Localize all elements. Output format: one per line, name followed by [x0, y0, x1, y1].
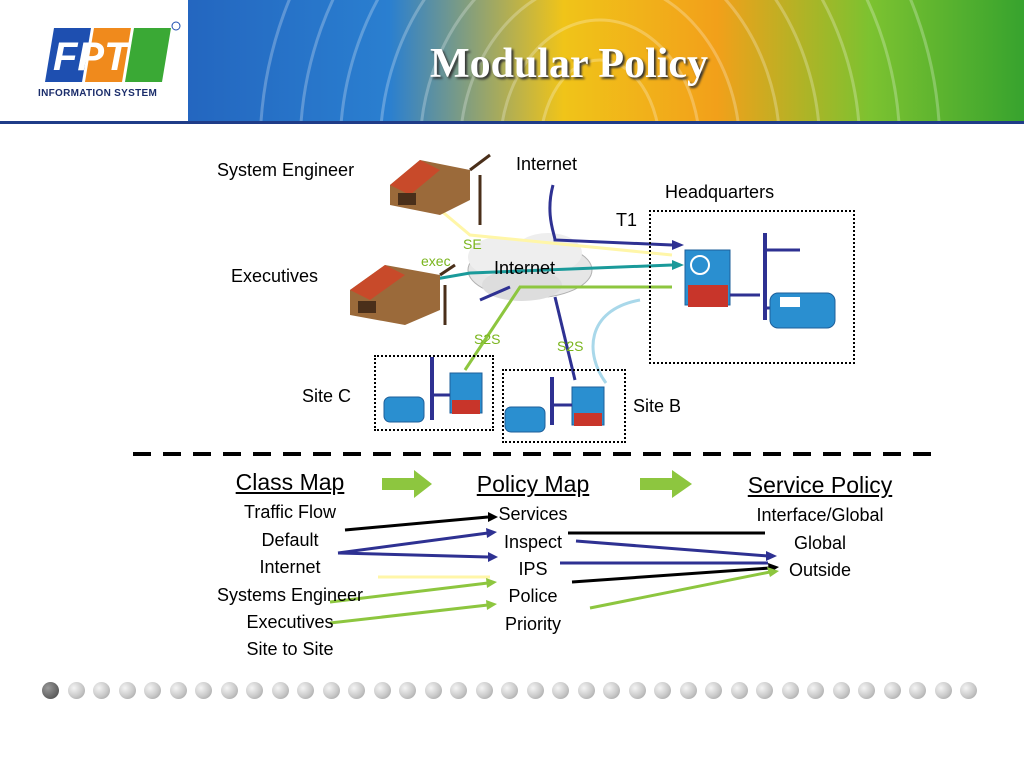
slide-title: Modular Policy	[430, 41, 709, 87]
dot-icon	[730, 682, 748, 699]
dot-icon	[271, 682, 289, 699]
dot-icon	[373, 682, 391, 699]
dot-icon	[42, 682, 59, 699]
dot-icon	[832, 682, 850, 699]
internet-cloud-label: Internet	[494, 258, 556, 278]
dot-icon	[322, 682, 340, 699]
policy-map-item: Inspect	[503, 532, 563, 552]
dot-icon	[807, 682, 824, 699]
policy-map-item: IPS	[518, 559, 548, 579]
site-c-link	[479, 285, 511, 302]
executives-label: Executives	[231, 266, 319, 286]
exec-tag: exec	[421, 253, 451, 269]
dot-icon	[220, 682, 238, 699]
dot-icon	[424, 682, 442, 699]
dot-icon	[654, 682, 671, 699]
site-b-box	[502, 369, 626, 443]
service-policy-item: Global	[793, 533, 847, 553]
class-map-item: Site to Site	[246, 639, 334, 659]
dot-icon	[195, 682, 212, 699]
dot-icon	[705, 682, 722, 699]
policy-map-item: Police	[508, 586, 558, 606]
logo-text: FPT	[53, 35, 132, 79]
site-c-firewall-icon	[449, 372, 483, 414]
mapping-arrows	[329, 470, 779, 625]
policy-map-heading: Policy Map	[476, 471, 590, 497]
class-map-item: Internet	[259, 557, 321, 577]
logo-panel: FPT INFORMATION SYSTEM	[0, 0, 188, 122]
dot-icon	[960, 682, 977, 699]
class-map-item: Executives	[246, 612, 334, 632]
dot-icon	[169, 682, 187, 699]
service-policy-item: Interface/Global	[756, 505, 884, 525]
dot-icon	[628, 682, 646, 699]
class-to-policy-arrow-icon	[382, 470, 432, 498]
dot-icon	[118, 682, 136, 699]
dot-icon	[679, 682, 697, 699]
system-engineer-label: System Engineer	[217, 160, 355, 180]
dot-icon	[67, 682, 85, 699]
headquarters-box	[649, 210, 855, 364]
fpt-logo: FPT	[45, 21, 181, 82]
site-c-ip-phone-icon	[383, 396, 425, 423]
site-c-box	[374, 355, 494, 431]
policy-to-service-arrow-icon	[640, 470, 692, 498]
class-map-heading: Class Map	[235, 469, 345, 495]
dot-icon	[781, 682, 799, 699]
executives-house-icon	[350, 263, 456, 325]
s2s-site-c-line	[463, 285, 672, 371]
se-tag: SE	[463, 236, 482, 252]
dot-icon	[297, 682, 314, 699]
network-diagram	[133, 153, 942, 456]
class-map-item: Traffic Flow	[243, 502, 337, 522]
site-c-label: Site C	[302, 386, 352, 406]
internet-top-label: Internet	[516, 154, 578, 174]
dot-icon	[603, 682, 620, 699]
s2s-left-tag: S2S	[474, 331, 501, 347]
internet-to-hq-line	[548, 184, 673, 247]
site-b-label: Site B	[633, 396, 682, 416]
dot-icon	[246, 682, 263, 699]
dot-icon	[552, 682, 569, 699]
dot-icon	[93, 682, 110, 699]
dot-icon	[858, 682, 875, 699]
hq-ip-phone-icon	[769, 292, 836, 329]
policy-map-item: Services	[498, 504, 568, 524]
dot-icon	[475, 682, 493, 699]
header-divider	[0, 121, 1024, 124]
dot-icon	[526, 682, 544, 699]
logo-subtitle: INFORMATION SYSTEM	[38, 88, 158, 99]
slide-header: FPT INFORMATION SYSTEM Modular Policy	[0, 0, 1024, 122]
dot-icon	[756, 682, 773, 699]
site-b-ip-phone-icon	[504, 406, 546, 433]
dot-icon	[399, 682, 416, 699]
dot-icon	[909, 682, 926, 699]
dot-icon	[577, 682, 595, 699]
policy-map-item: Priority	[504, 614, 562, 634]
class-map-item: Default	[261, 530, 319, 550]
dot-icon	[450, 682, 467, 699]
s2s-site-b-line	[591, 298, 641, 384]
class-map-item: Systems Engineer	[216, 585, 364, 605]
dot-icon	[934, 682, 952, 699]
dot-icon	[501, 682, 518, 699]
site-b-link	[553, 296, 577, 381]
dot-icon	[883, 682, 901, 699]
service-policy-item: Outside	[788, 560, 852, 580]
dot-icon	[144, 682, 161, 699]
dot-icon	[348, 682, 365, 699]
service-policy-heading: Service Policy	[747, 472, 893, 498]
t1-label: T1	[616, 210, 638, 230]
hq-firewall-icon	[684, 249, 731, 307]
s2s-right-tag: S2S	[557, 338, 584, 354]
system-engineer-house-icon	[390, 153, 491, 225]
site-b-firewall-icon	[571, 386, 605, 426]
headquarters-label: Headquarters	[665, 182, 775, 202]
